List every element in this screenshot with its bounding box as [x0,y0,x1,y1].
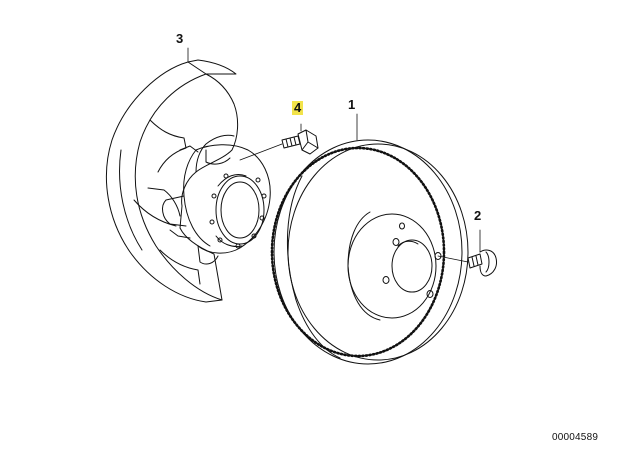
bolt-leader-line [239,143,283,161]
callout-bolt[interactable]: 4 [292,100,304,115]
brake-disc [270,139,469,365]
callout-shield: 3 [176,31,184,46]
wheel-hub [162,144,271,265]
callout-screw: 2 [474,208,482,223]
dust-shield [105,59,239,303]
callout-disc: 1 [348,97,356,112]
disc-screw [467,229,497,277]
diagram-id-label: 00004589 [552,432,599,443]
hub-bolt [281,123,319,155]
